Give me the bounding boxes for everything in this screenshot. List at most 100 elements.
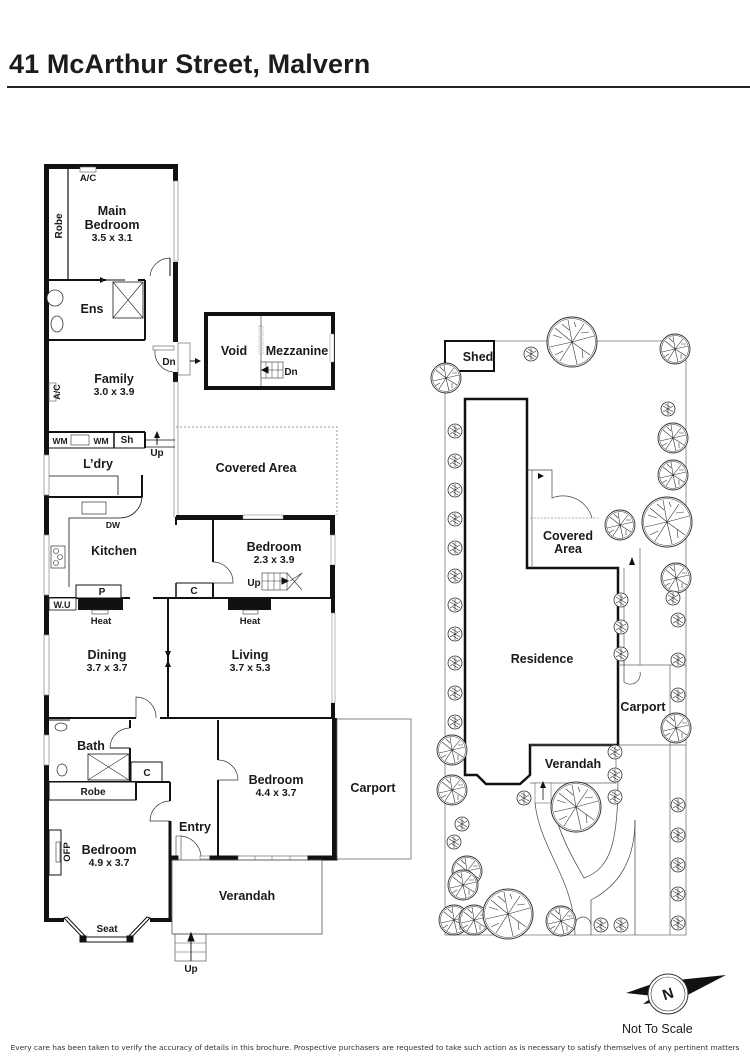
tree-icon [657,422,689,454]
tree-icon [546,316,598,368]
tree-icon [446,834,462,850]
wm-label-2: WM [93,436,108,446]
tree-icon [670,612,686,628]
site-covered-area-label-2: Area [554,542,583,556]
bath-label: Bath [77,739,105,753]
main-bedroom-name-2: Bedroom [85,218,140,232]
ac-label: A/C [80,173,97,184]
tree-icon [613,646,629,662]
void-label: Void [221,344,247,358]
not-to-scale-note: Not To Scale [622,1022,693,1036]
tree-icon [665,590,681,606]
main-bedroom-name-1: Main [98,204,126,218]
tree-icon [670,886,686,902]
bedroom-2-size: 2.3 x 3.9 [254,554,295,566]
tree-icon [436,734,468,766]
north-letter: N [660,985,676,1005]
tree-icon [660,562,692,594]
heat-dining-label: Heat [91,616,112,627]
tree-icon [447,568,463,584]
north-arrow-icon: N [626,973,726,1015]
cupboard-hall-label: C [190,586,197,597]
tree-icon [670,687,686,703]
bedroom-3-size: 4.4 x 3.7 [256,787,297,799]
dn-mezz-label: Dn [284,367,297,378]
tree-icon [660,401,676,417]
tree-icon [604,509,636,541]
bedroom-2-label: Bedroom [247,540,302,554]
shower-label: Sh [121,435,134,446]
tree-icon [613,592,629,608]
verandah-label: Verandah [219,889,275,903]
tree-icon [447,685,463,701]
laundry-label: L’dry [83,457,113,471]
ofp-label: OFP [62,842,73,862]
tree-icon [447,423,463,439]
pantry-label: P [99,587,106,598]
tree-icon [447,540,463,556]
site-plan [444,340,687,936]
tree-icon [447,482,463,498]
tree-icon [482,888,534,940]
bedroom-4-label: Bedroom [82,843,137,857]
tree-icon [657,459,689,491]
title-divider [7,86,750,88]
tree-icon [516,790,532,806]
tree-icon [447,453,463,469]
wu-label: W.U [54,600,71,610]
dw-label: DW [106,520,121,530]
covered-area-label: Covered Area [216,461,298,475]
family-size: 3.0 x 3.9 [94,386,135,398]
seat-label: Seat [96,924,118,935]
tree-icon [670,827,686,843]
dn-family-label: Dn [162,357,175,368]
residence-label: Residence [511,652,574,666]
tree-icon [430,362,462,394]
tree-icon [613,619,629,635]
living-size: 3.7 x 5.3 [230,662,271,674]
shed-label: Shed [463,350,494,364]
dining-size: 3.7 x 3.7 [87,662,128,674]
robe-main-label: Robe [54,213,65,238]
up-laundry-label: Up [150,448,163,459]
heat-living-label: Heat [240,616,261,627]
site-carport-label: Carport [620,700,666,714]
entry-label: Entry [179,820,211,834]
tree-icon [447,655,463,671]
bedroom-4-size: 4.9 x 3.7 [89,857,130,869]
living-label: Living [232,648,269,662]
mezzanine-label: Mezzanine [266,344,329,358]
wm-label-1: WM [52,436,67,446]
tree-icon [550,781,602,833]
site-verandah-label: Verandah [545,757,601,771]
tree-icon [659,333,691,365]
tree-icon [670,652,686,668]
footer-disclaimer: Every care has been taken to verify the … [10,1043,740,1052]
tree-icon [607,744,623,760]
site-trees [430,316,693,940]
floor-plan-labels: A/C Robe Main Bedroom 3.5 x 3.1 Ens Dn F… [52,173,396,975]
tree-icon [447,626,463,642]
tree-icon [641,496,693,548]
ac-family-label: A/C [52,384,62,400]
up-front-label: Up [184,964,197,975]
robe-bed4-label: Robe [81,787,106,798]
floor-plan [43,164,412,962]
up-bedroom-label: Up [247,578,260,589]
tree-icon [447,869,479,901]
tree-icon [447,714,463,730]
tree-icon [607,767,623,783]
tree-icon [436,774,468,806]
tree-icon [447,597,463,613]
bedroom-3-label: Bedroom [249,773,304,787]
tree-icon [454,816,470,832]
tree-icon [523,346,539,362]
family-label: Family [94,372,134,386]
tree-icon [613,917,629,933]
tree-icon [447,511,463,527]
tree-icon [670,857,686,873]
site-covered-area-label-1: Covered [543,529,593,543]
tree-icon [593,917,609,933]
property-address-title: 41 McArthur Street, Malvern [9,49,371,79]
